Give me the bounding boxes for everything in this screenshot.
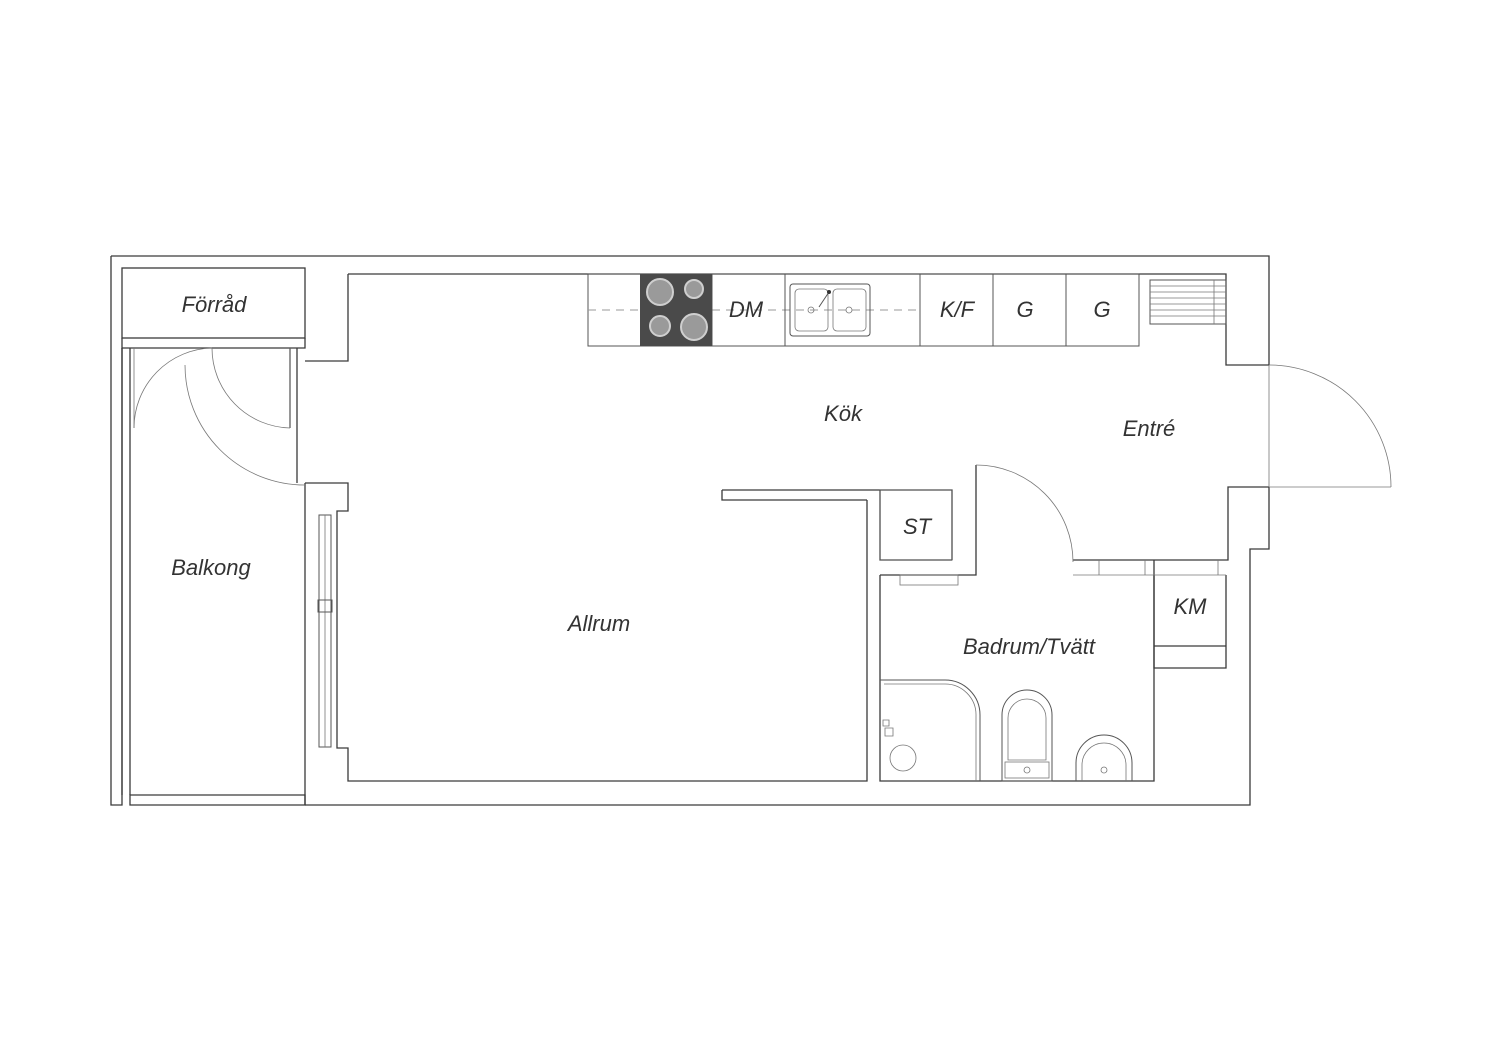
label-balkong: Balkong: [171, 555, 251, 580]
balcony-window: [317, 514, 333, 748]
label-allrum: Allrum: [566, 611, 630, 636]
label-st: ST: [903, 514, 933, 539]
label-km: KM: [1174, 594, 1208, 619]
kitchen-counter: [587, 273, 1140, 347]
label-kok: Kök: [824, 401, 863, 426]
bathroom-door: [975, 464, 1074, 563]
entry-door: [1268, 364, 1392, 488]
label-dm: DM: [729, 297, 764, 322]
washbasin: [1075, 734, 1133, 781]
label-forrad: Förråd: [182, 292, 248, 317]
storage-room: [121, 267, 306, 349]
storage-doors: [133, 347, 306, 486]
toilet: [1001, 689, 1053, 782]
st-closet: [879, 489, 959, 586]
label-entre: Entré: [1123, 416, 1176, 441]
stove: [640, 274, 712, 346]
entry-shelf: [1149, 279, 1227, 325]
bathroom-wall-detail: [1073, 560, 1226, 576]
inner-walls: [304, 273, 1269, 805]
label-g1: G: [1016, 297, 1033, 322]
kitchen-sink: [789, 283, 871, 337]
label-g2: G: [1093, 297, 1110, 322]
label-kf: K/F: [940, 297, 976, 322]
label-badrum: Badrum/Tvätt: [963, 634, 1096, 659]
outer-walls: [110, 255, 1270, 806]
shower: [880, 679, 981, 781]
